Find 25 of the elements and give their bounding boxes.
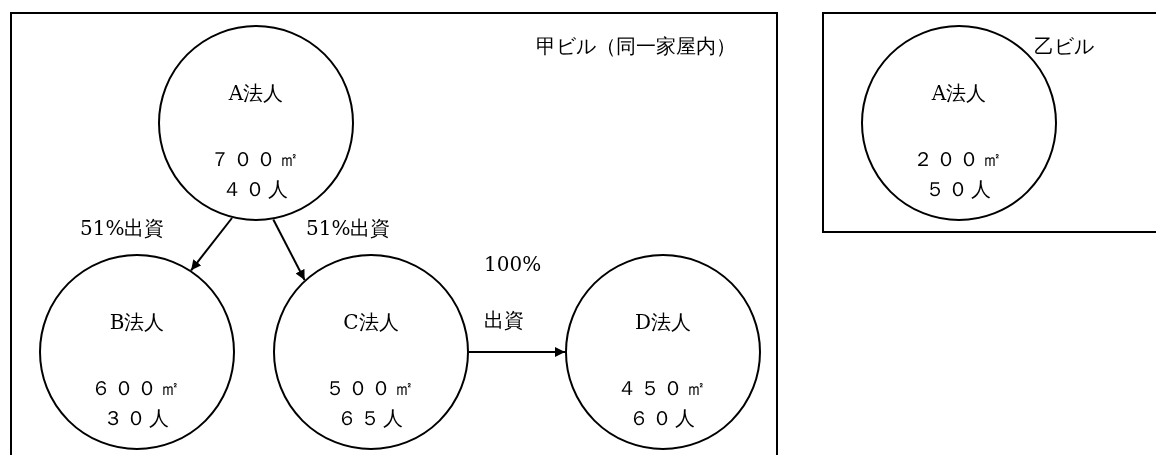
arrow bbox=[190, 217, 233, 272]
building-box bbox=[822, 12, 1156, 233]
building-title: 乙ビル bbox=[1034, 34, 1094, 58]
company-name: C法人 bbox=[342, 310, 400, 334]
staff-count: ６５人 bbox=[335, 406, 407, 430]
staff-count: ４０人 bbox=[220, 177, 292, 201]
floor-area: ４５０㎡ bbox=[565, 376, 761, 400]
company-name: A法人 bbox=[227, 81, 285, 105]
company-circle bbox=[565, 254, 761, 450]
staff-count: ３０人 bbox=[101, 406, 173, 430]
company-circle bbox=[861, 25, 1057, 221]
company-circle bbox=[39, 254, 235, 450]
arrow bbox=[468, 347, 566, 357]
company-circle bbox=[273, 254, 469, 450]
company-name: A法人 bbox=[930, 81, 988, 105]
floor-area: ２００㎡ bbox=[861, 147, 1057, 171]
arrow bbox=[272, 218, 306, 281]
company-name: B法人 bbox=[108, 310, 166, 334]
building-title: 甲ビル（同一家屋内） bbox=[536, 34, 736, 58]
floor-area: ５００㎡ bbox=[273, 376, 469, 400]
floor-area: ７００㎡ bbox=[158, 147, 354, 171]
staff-count: ６０人 bbox=[627, 406, 699, 430]
staff-count: ５０人 bbox=[923, 177, 995, 201]
company-name: D法人 bbox=[633, 310, 692, 334]
floor-area: ６００㎡ bbox=[39, 376, 235, 400]
